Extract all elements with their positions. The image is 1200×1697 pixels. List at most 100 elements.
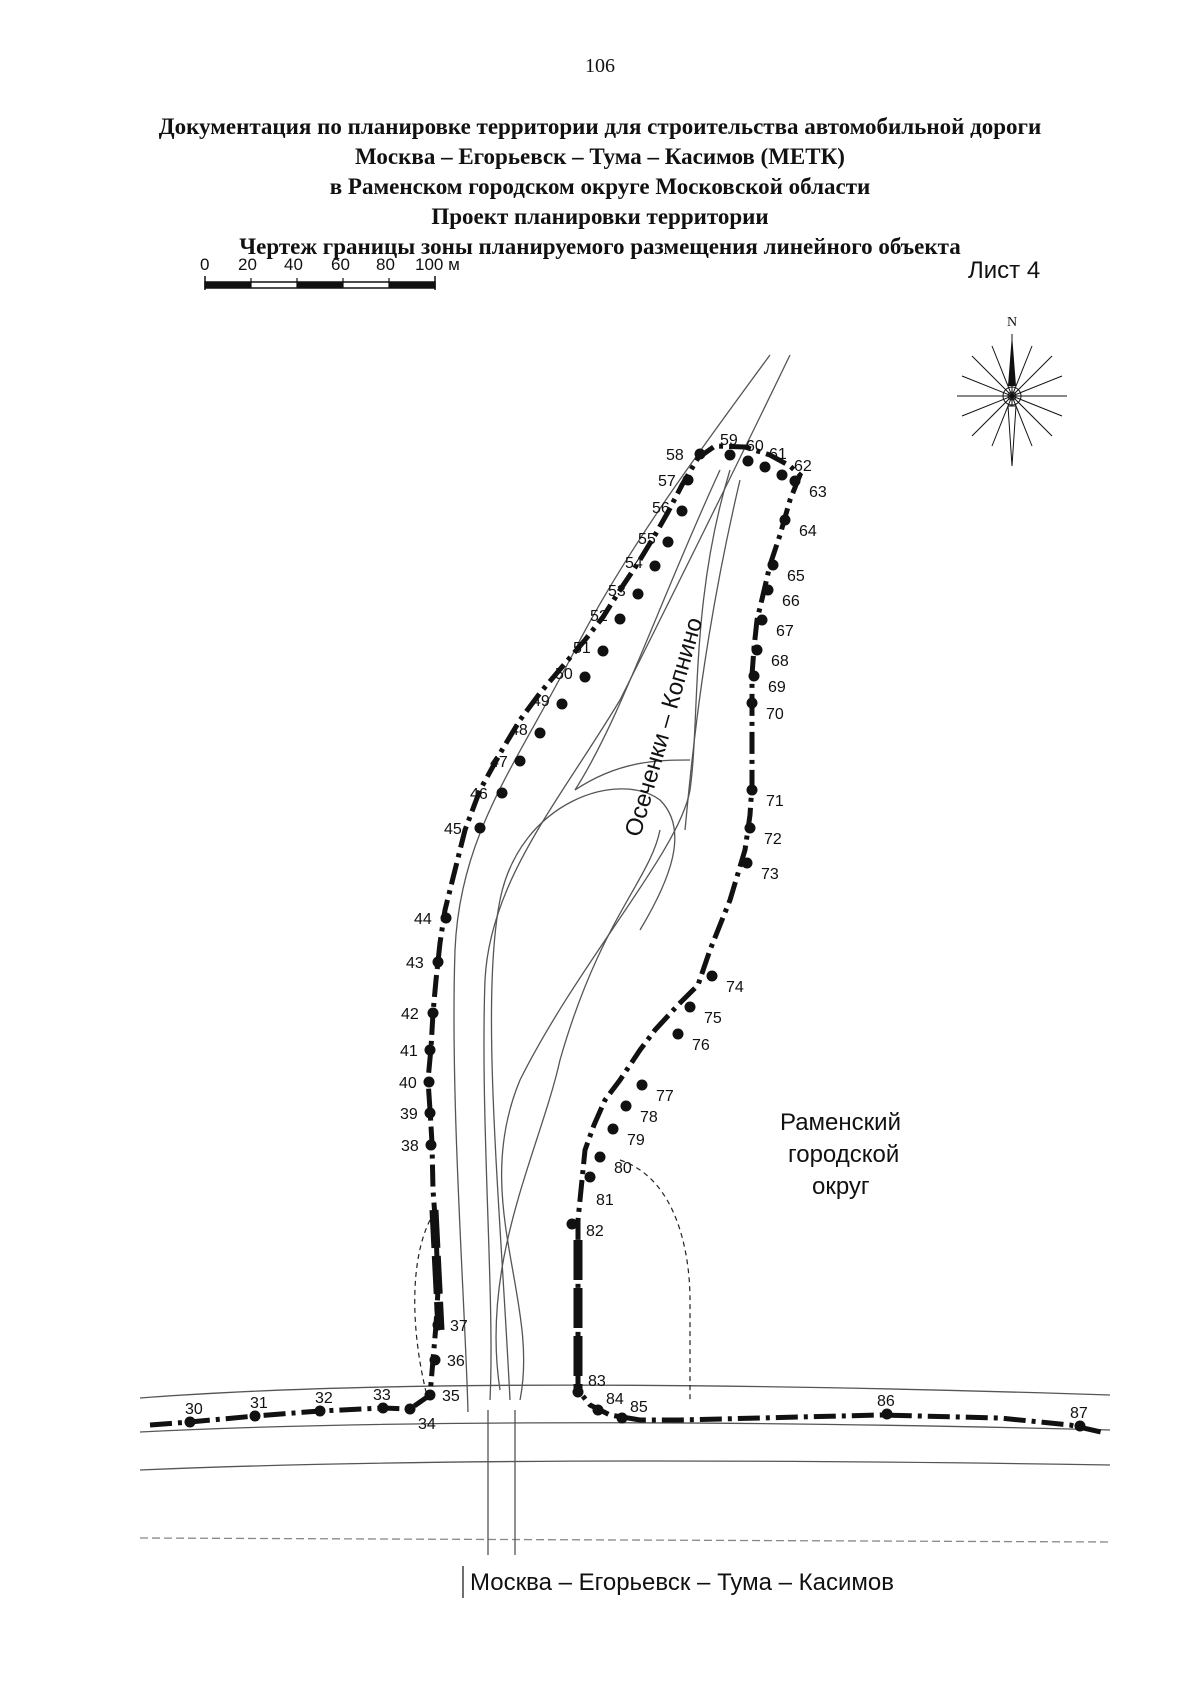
- boundary-point-marker: [432, 1319, 444, 1331]
- boundary-point-label: 62: [794, 458, 812, 475]
- boundary-point-marker: [614, 613, 626, 625]
- boundary-point-marker: [404, 1403, 416, 1415]
- boundary-point-marker: [566, 1218, 578, 1230]
- boundary-point-label: 77: [656, 1088, 674, 1105]
- boundary-point-marker: [706, 970, 718, 982]
- scale-tick-label: 40: [284, 255, 303, 274]
- sheet-label: Лист 4: [968, 257, 1041, 284]
- boundary-point-marker: [427, 1007, 439, 1019]
- boundary-point-label: 38: [401, 1138, 419, 1155]
- boundary-point-marker: [684, 1001, 696, 1013]
- boundary-point-label: 31: [250, 1395, 268, 1412]
- title-line-1: Документация по планировке территории дл…: [158, 114, 1042, 139]
- boundary-point-marker: [249, 1410, 261, 1422]
- boundary-point-marker: [440, 912, 452, 924]
- boundary-point-label: 34: [418, 1416, 436, 1433]
- boundary-point-marker: [779, 514, 791, 526]
- boundary-point-label: 49: [532, 693, 550, 710]
- boundary-point-label: 33: [373, 1387, 391, 1404]
- boundary-point-marker: [424, 1044, 436, 1056]
- boundary-point-marker: [789, 475, 801, 487]
- boundary-point-marker: [424, 1389, 436, 1401]
- scale-tick-label: 100 м: [415, 255, 460, 274]
- boundary-point-marker: [776, 469, 788, 481]
- boundary-point-marker: [616, 1412, 628, 1424]
- boundary-point-marker: [672, 1028, 684, 1040]
- boundary-point-label: 68: [771, 653, 789, 670]
- boundary-point-label: 72: [764, 831, 782, 848]
- boundary-point-label: 37: [450, 1318, 468, 1335]
- district-label: городской: [788, 1141, 899, 1168]
- boundary-point-label: 51: [573, 640, 591, 657]
- road-network: [139, 354, 1111, 1555]
- boundary-point-label: 80: [614, 1160, 632, 1177]
- boundary-point-marker: [184, 1416, 196, 1428]
- boundary-point-label: 69: [768, 679, 786, 696]
- boundary-point-marker: [572, 1386, 584, 1398]
- boundary-point-label: 44: [414, 911, 432, 928]
- boundary-point-marker: [534, 727, 546, 739]
- boundary-point-label: 54: [625, 555, 643, 572]
- boundary-point-marker: [597, 645, 609, 657]
- boundary-point-label: 63: [809, 484, 827, 501]
- boundary-point-marker: [584, 1171, 596, 1183]
- document-title: Документация по планировке территории дл…: [100, 112, 1100, 262]
- boundary-point-label: 47: [490, 754, 508, 771]
- title-line-3: в Раменском городском округе Московской …: [329, 174, 871, 199]
- boundary-point-marker: [662, 536, 674, 548]
- boundary-point-marker: [425, 1139, 437, 1151]
- boundary-point-marker: [682, 474, 694, 486]
- boundary-point-marker: [746, 697, 758, 709]
- page-number: 106: [585, 55, 615, 77]
- boundary-point-label: 42: [401, 1006, 419, 1023]
- boundary-point-label: 46: [470, 786, 488, 803]
- boundary-point-label: 87: [1070, 1405, 1088, 1422]
- boundary-point-marker: [377, 1402, 389, 1414]
- boundary-point-label: 58: [666, 447, 684, 464]
- boundary-point-marker: [556, 698, 568, 710]
- boundary-point-marker: [756, 614, 768, 626]
- boundary-point-label: 32: [315, 1390, 333, 1407]
- boundary-point-label: 86: [877, 1393, 895, 1410]
- boundary-point-label: 30: [185, 1401, 203, 1418]
- boundary-point-label: 39: [400, 1106, 418, 1123]
- boundary-point-marker: [881, 1408, 893, 1420]
- boundary-point-label: 70: [766, 706, 784, 723]
- boundary-point-label: 61: [769, 446, 787, 463]
- north-label: N: [1007, 315, 1017, 330]
- boundary-point-label: 50: [555, 666, 573, 683]
- boundary-point-label: 36: [447, 1353, 465, 1370]
- boundary-point-marker: [741, 857, 753, 869]
- boundary-point-label: 43: [406, 955, 424, 972]
- boundary-point-marker: [724, 449, 736, 461]
- boundary-point-label: 53: [608, 583, 626, 600]
- boundary-point-label: 73: [761, 866, 779, 883]
- boundary-point-label: 76: [692, 1037, 710, 1054]
- boundary-point-marker: [744, 822, 756, 834]
- boundary-point-label: 79: [627, 1132, 645, 1149]
- boundary-line: [149, 443, 1106, 1436]
- boundary-point-label: 67: [776, 623, 794, 640]
- boundary-point-marker: [694, 448, 706, 460]
- district-label: округ: [812, 1173, 870, 1200]
- scale-tick-label: 0: [200, 255, 209, 274]
- boundary-point-marker: [514, 755, 526, 767]
- title-line-5: Чертеж границы зоны планируемого размеще…: [239, 234, 961, 259]
- boundary-point-label: 71: [766, 793, 784, 810]
- scale-tick-label: 60: [331, 255, 350, 274]
- boundary-point-marker: [649, 560, 661, 572]
- boundary-point-marker: [742, 455, 754, 467]
- boundary-point-label: 84: [606, 1391, 624, 1408]
- boundary-point-marker: [676, 505, 688, 517]
- boundary-point-label: 41: [400, 1043, 418, 1060]
- boundary-point-marker: [429, 1354, 441, 1366]
- boundary-point-marker: [424, 1107, 436, 1119]
- boundary-point-marker: [767, 559, 779, 571]
- auxiliary-dashed-outline: [414, 1159, 691, 1401]
- boundary-point-marker: [432, 956, 444, 968]
- boundary-point-label: 74: [726, 979, 744, 996]
- boundary-point-marker: [620, 1100, 632, 1112]
